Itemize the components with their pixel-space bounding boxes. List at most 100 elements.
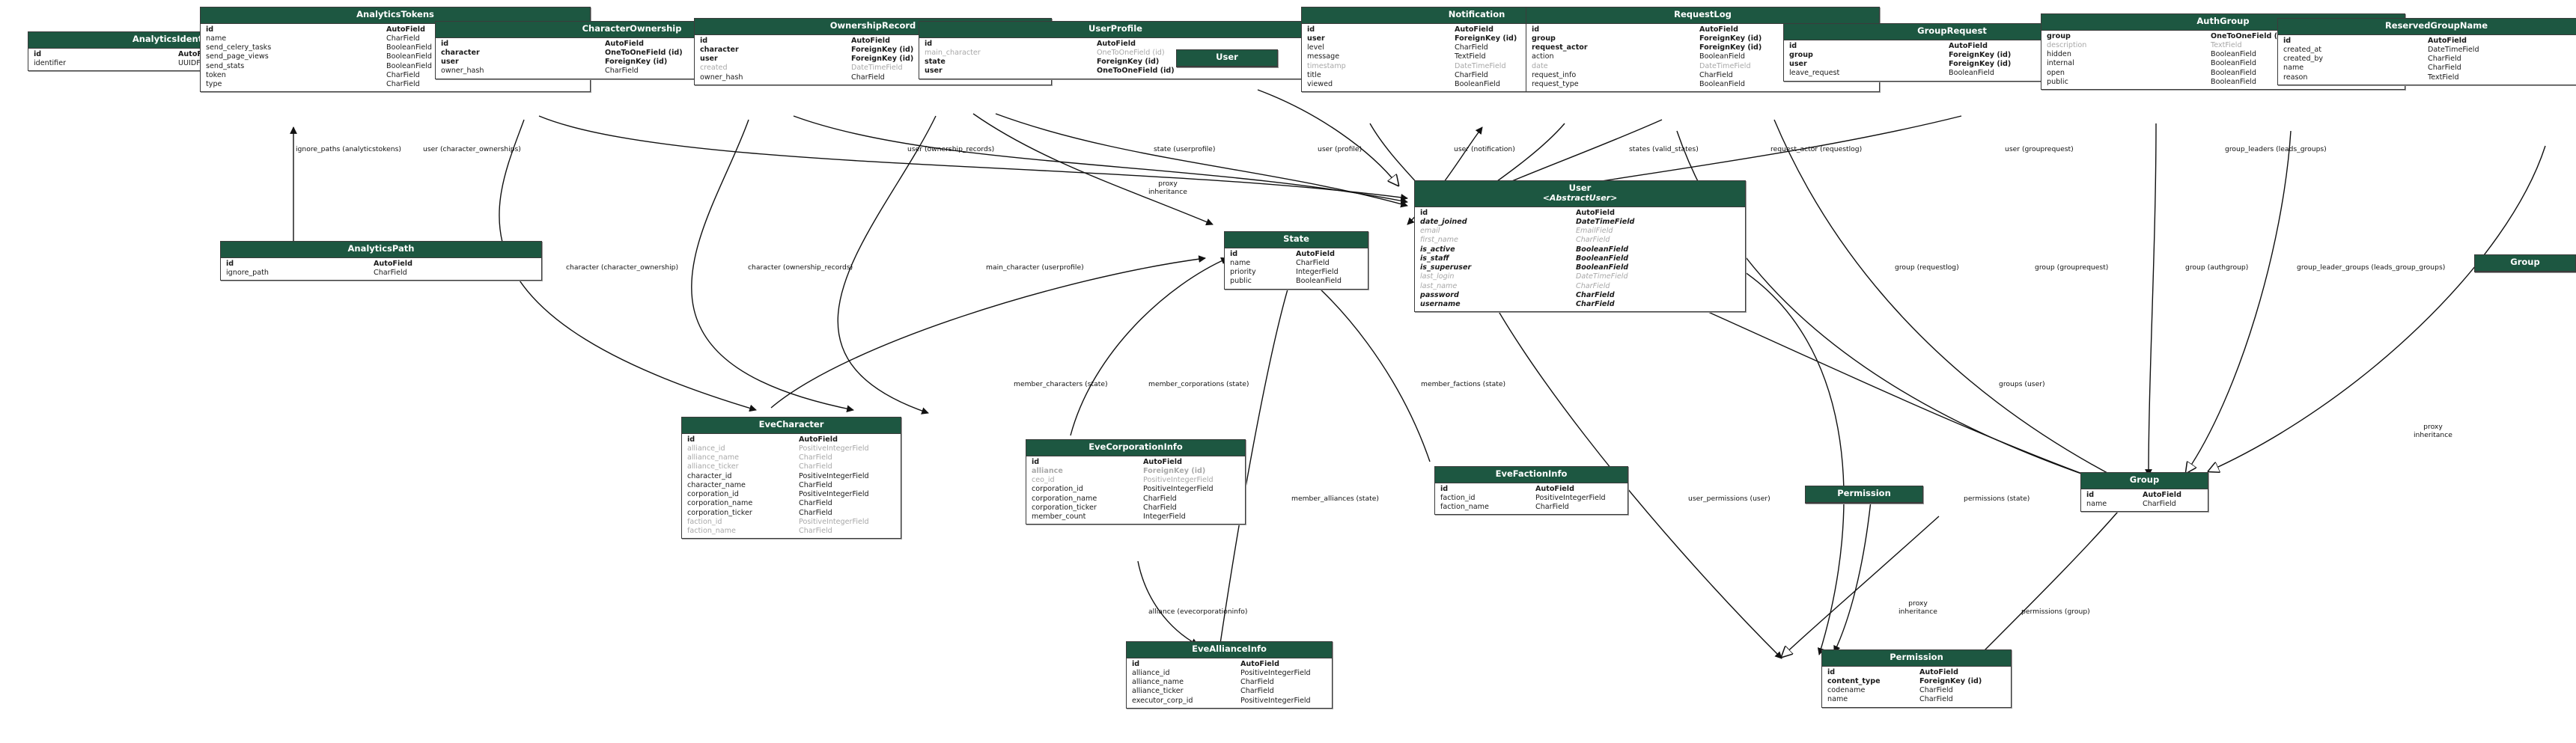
field-type: AutoField xyxy=(1535,484,1574,493)
field-type: CharField xyxy=(1143,503,1177,512)
field-type: AutoField xyxy=(1455,25,1493,34)
entity-title: AnalyticsPath xyxy=(221,242,541,258)
field-type: IntegerField xyxy=(1143,513,1186,522)
entity-title: Group xyxy=(2475,255,2575,272)
field-name: name xyxy=(2283,64,2304,73)
field-type: OneToOneField (id) xyxy=(605,48,683,57)
field-type: AutoField xyxy=(1240,659,1279,668)
field-name: id xyxy=(687,435,695,444)
field-name: public xyxy=(1230,277,1252,286)
edge-label: user (profile) xyxy=(1318,145,1362,153)
edge-label: permissions (state) xyxy=(1964,495,2030,503)
field-name: group xyxy=(2047,31,2071,40)
field-type: DateTimeField xyxy=(2428,45,2479,54)
field-name: name xyxy=(206,34,227,43)
field-name: alliance xyxy=(1032,466,1063,475)
entity-group_plain[interactable]: Group xyxy=(2474,254,2576,272)
field-name: id xyxy=(1132,659,1140,668)
field-type: PositiveIntegerField xyxy=(799,517,869,526)
field-type: BooleanField xyxy=(2211,59,2256,68)
field-row: send_page_views BooleanField xyxy=(201,52,590,61)
entity-user_small[interactable]: User xyxy=(1176,49,1278,67)
field-type: CharField xyxy=(1296,258,1330,267)
field-type: AutoField xyxy=(386,25,425,34)
field-name: ignore_path xyxy=(226,268,269,277)
field-type: AutoField xyxy=(1143,457,1182,466)
field-type: CharField xyxy=(1919,686,1953,695)
field-name: corporation_ticker xyxy=(1032,503,1097,512)
edge-label: group (grouprequest) xyxy=(2035,263,2109,272)
entity-title: UserProfile xyxy=(919,22,1312,38)
field-type: CharField xyxy=(1455,43,1488,52)
field-type: AutoField xyxy=(374,259,412,268)
field-name: id xyxy=(1532,25,1540,34)
entity-title: EveFactionInfo xyxy=(1435,467,1627,483)
field-type: CharField xyxy=(1699,70,1733,79)
edge-label: user (character_ownerships) xyxy=(423,145,521,153)
field-type: BooleanField xyxy=(2211,77,2256,86)
field-name: id xyxy=(1827,667,1836,676)
field-type: ForeignKey (id) xyxy=(1699,34,1762,43)
field-name: corporation_id xyxy=(1032,485,1083,494)
field-name: description xyxy=(2047,40,2087,49)
field-type: CharField xyxy=(1576,300,1615,309)
field-name: reason xyxy=(2283,73,2308,82)
field-name: faction_id xyxy=(1440,493,1476,502)
field-type: BooleanField xyxy=(386,52,432,61)
field-name: message xyxy=(1307,52,1340,61)
field-type: CharField xyxy=(2143,499,2176,508)
field-type: AutoField xyxy=(851,36,890,45)
field-name: send_page_views xyxy=(206,52,269,61)
field-name: id xyxy=(206,25,214,34)
field-type: CharField xyxy=(1576,290,1615,299)
edge-label: user (grouprequest) xyxy=(2005,145,2074,153)
field-name: executor_corp_id xyxy=(1132,696,1193,705)
field-type: CharField xyxy=(1576,281,1610,290)
field-type: BooleanField xyxy=(1699,52,1745,61)
entity-permission_proxy[interactable]: Permission xyxy=(1805,486,1923,504)
field-name: character_id xyxy=(687,471,732,480)
field-name: corporation_id xyxy=(687,490,739,499)
